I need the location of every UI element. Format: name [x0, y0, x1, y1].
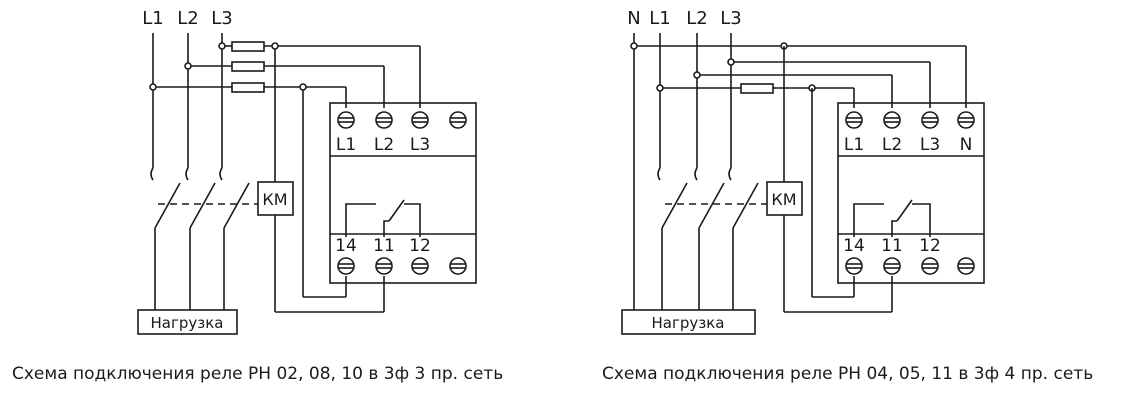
fuse	[740, 83, 774, 94]
relay-terminal-label: L2	[374, 135, 394, 155]
diagram-left	[137, 33, 477, 335]
line-label: L1	[649, 8, 670, 29]
contactor-label: КМ	[262, 190, 287, 209]
contactor-label: КМ	[771, 190, 796, 209]
relay-body	[837, 102, 985, 284]
relay-terminal-label: 14	[335, 236, 357, 256]
relay-terminal-label: 12	[409, 236, 431, 256]
load-box	[621, 309, 756, 335]
diagram-right	[621, 33, 985, 335]
relay-terminal-label: 12	[919, 236, 941, 256]
terminal-screw	[337, 111, 467, 129]
relay-terminal-label: 11	[373, 236, 395, 256]
line-label: L2	[686, 8, 707, 29]
contactor-coil	[766, 181, 803, 216]
load-label: Нагрузка	[151, 314, 224, 332]
line-label: L3	[211, 8, 232, 29]
line-label: L3	[720, 8, 741, 29]
line-label: L1	[142, 8, 163, 29]
diagram-caption: Схема подключения реле РН 04, 05, 11 в 3…	[602, 364, 1094, 384]
relay-terminal-label: L3	[410, 135, 430, 155]
terminal-screw	[845, 257, 975, 275]
line-label: L2	[177, 8, 198, 29]
relay-terminal-label: L3	[920, 135, 940, 155]
fuse	[231, 82, 265, 93]
fuse	[231, 61, 265, 72]
diagram-caption: Схема подключения реле РН 02, 08, 10 в 3…	[12, 364, 504, 384]
load-box	[137, 309, 238, 335]
relay-terminal-label: 14	[843, 236, 865, 256]
load-label: Нагрузка	[652, 314, 725, 332]
relay-terminal-label: N	[960, 135, 973, 155]
contactor-coil	[257, 181, 294, 216]
relay-terminal-label: L1	[336, 135, 356, 155]
fuse	[231, 41, 265, 52]
relay-body	[329, 102, 477, 284]
line-label: N	[627, 8, 640, 29]
relay-terminal-label: 11	[881, 236, 903, 256]
terminal-screw	[337, 257, 467, 275]
relay-terminal-label: L1	[844, 135, 864, 155]
terminal-screw	[845, 111, 975, 129]
relay-terminal-label: L2	[882, 135, 902, 155]
